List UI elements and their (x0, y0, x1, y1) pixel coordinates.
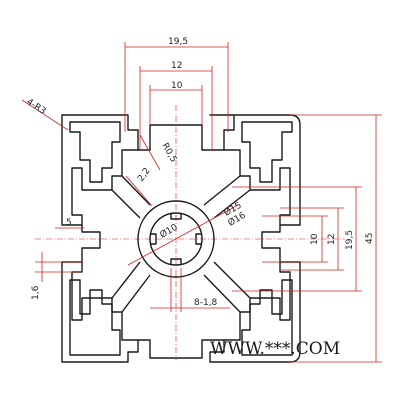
bore-dimensions: Ø10 Ø15 Ø16 (127, 200, 248, 266)
profile-outline (61, 114, 301, 363)
outer-contour-bottom-left (61, 261, 139, 363)
dim-top-inner: 10 (171, 81, 183, 91)
dim-inner-radius: R0,5 (159, 142, 178, 165)
web-bottom-left (121, 274, 151, 313)
inner-arm-top-right (241, 121, 293, 183)
dim-wall-thickness: 2,2 (136, 166, 152, 183)
dim-overall: 45 (365, 233, 375, 244)
top-slot (138, 124, 224, 151)
dim-top-mid: 12 (171, 61, 182, 71)
inner-arm-bottom-right (241, 279, 293, 356)
inner-arm-bottom-left (69, 279, 121, 356)
web-top-left-2 (111, 189, 141, 219)
web-bottom-left-2 (111, 261, 141, 299)
hub-inner-circle (149, 212, 203, 266)
dim-slot-count: 8-1,8 (194, 298, 218, 308)
hub-splines (150, 213, 202, 265)
dim-lip-thickness: 1,6 (31, 285, 41, 300)
dim-right-mid: 12 (327, 234, 337, 245)
corner-radius-callout: 4-R3 (21, 97, 69, 131)
outer-contour (61, 114, 139, 226)
dim-bore-10: Ø10 (158, 222, 180, 241)
outer-contour-bottom-right (209, 261, 301, 363)
web-bottom-right-2 (213, 261, 251, 299)
web-bottom-right (203, 274, 241, 313)
slot-count-dimension: 8-1,8 (150, 268, 230, 312)
dim-top-outer: 19,5 (168, 37, 188, 47)
dim-right-inner: 10 (310, 233, 320, 245)
inner-arm-top-left (69, 121, 121, 183)
watermark-text: WWW.***.COM (210, 339, 340, 359)
dim-right-outer: 19,5 (345, 230, 355, 250)
bottom-slot (138, 339, 224, 359)
right-dimensions: 10 12 19,5 45 (232, 114, 382, 363)
outer-contour-top-right (209, 114, 301, 226)
lip-dimension: 1,6 (31, 252, 82, 300)
web-top-right (203, 175, 241, 206)
inner-radius-callout: R0,5 2,2 (125, 134, 178, 207)
web-top-right-2 (213, 189, 251, 219)
left-slot-dimension: 5 (55, 218, 84, 229)
dim-slot-depth-left: 5 (66, 218, 72, 228)
left-slot (81, 225, 101, 262)
hub-outer-circle (137, 200, 215, 278)
right-slot (261, 225, 281, 262)
web-top-left (121, 175, 151, 206)
top-dimensions: 19,5 12 10 (124, 37, 229, 150)
